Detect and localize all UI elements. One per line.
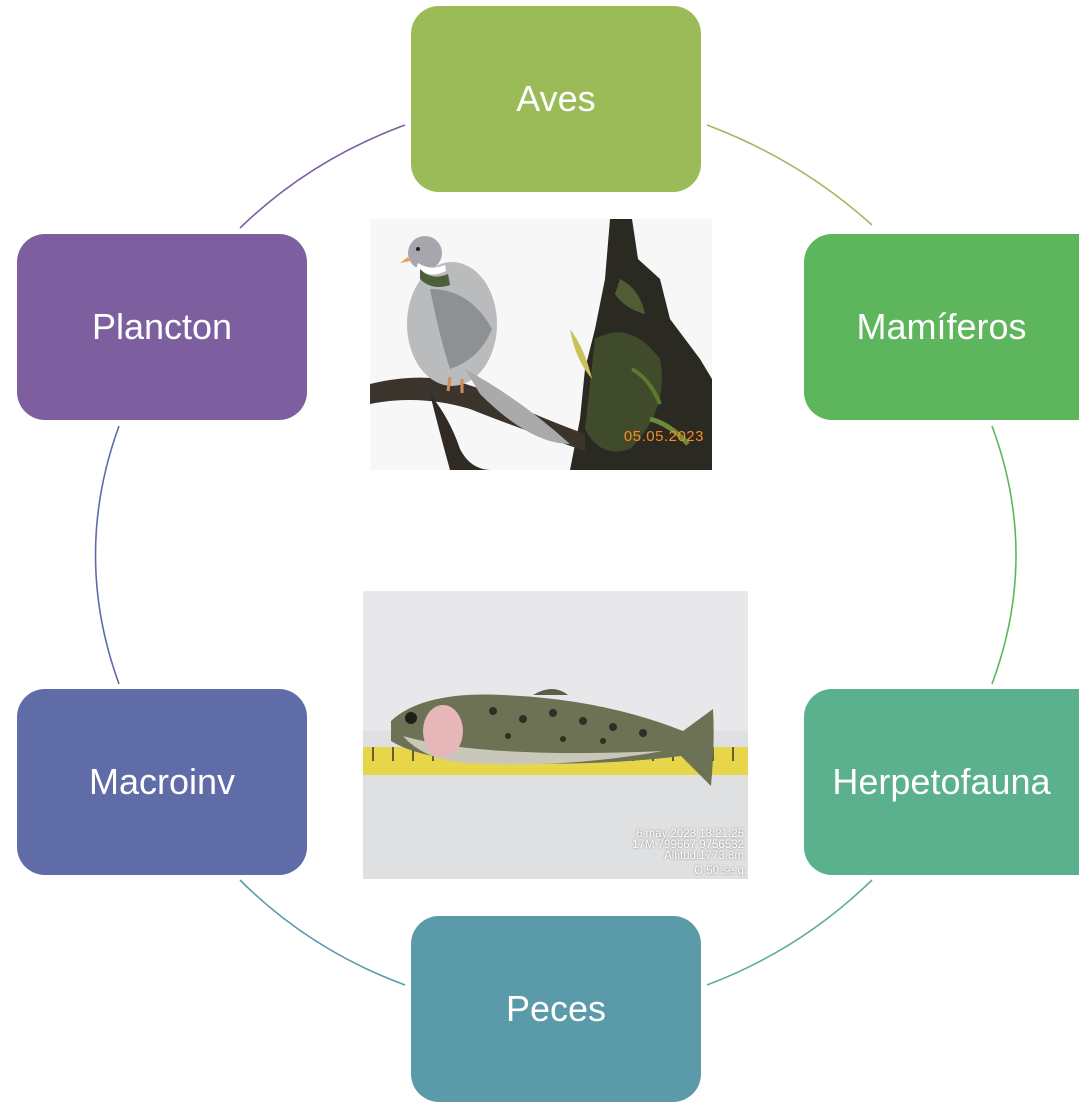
connector-aves-mamiferos	[706, 124, 873, 226]
bird-illustration	[370, 219, 712, 470]
bird-photo: 05.05.2023	[370, 219, 712, 470]
node-macroinv: Macroinv	[17, 689, 307, 875]
node-herpetofauna: Herpetofauna	[804, 689, 1079, 875]
node-peces: Peces	[411, 916, 701, 1102]
fish-altitude: Altitud:1773.3m	[664, 850, 744, 862]
bird-date-stamp: 05.05.2023	[623, 428, 704, 445]
node-plancton: Plancton	[17, 234, 307, 420]
fish-photo-metadata: 6 may 2023 13:21:25 17M 799667 9756532 A…	[632, 828, 744, 877]
fish-illustration	[363, 591, 748, 879]
node-label-peces: Peces	[505, 988, 607, 1029]
node-label-macroinv: Macroinv	[88, 761, 236, 802]
connector-peces-macroinv	[239, 879, 406, 986]
node-aves: Aves	[411, 6, 701, 192]
fish-location: O 50 se q	[694, 865, 744, 877]
connector-herpetofauna-peces	[706, 879, 873, 986]
node-label-plancton: Plancton	[91, 306, 233, 347]
node-label-aves: Aves	[516, 78, 596, 119]
connector-mamiferos-herpetofauna	[991, 425, 1017, 685]
node-mamiferos: Mamíferos	[804, 234, 1079, 420]
node-label-herpetofauna: Herpetofauna	[832, 761, 1051, 802]
fish-coordinates: 17M 799667 9756532	[632, 839, 744, 851]
connector-macroinv-plancton	[94, 425, 120, 685]
fish-photo: 6 may 2023 13:21:25 17M 799667 9756532 A…	[363, 591, 748, 879]
connector-plancton-aves	[239, 124, 406, 229]
fish-timestamp: 6 may 2023 13:21:25	[635, 828, 744, 840]
node-label-mamiferos: Mamíferos	[856, 306, 1027, 347]
